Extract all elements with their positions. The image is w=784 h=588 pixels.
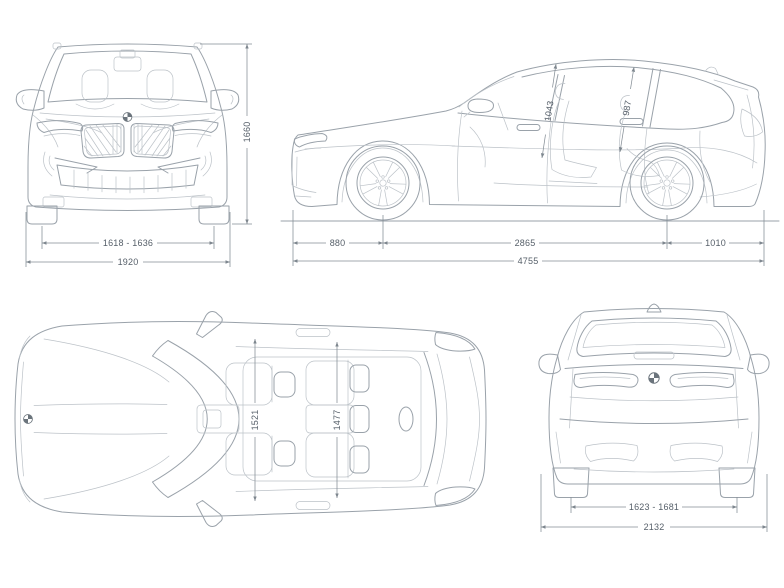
dim-rear-track: 1623 - 1681 xyxy=(570,497,738,513)
door-cut-lines xyxy=(457,110,711,204)
side-mirror xyxy=(463,98,494,118)
dim-label-rear-headroom: 987 xyxy=(621,99,634,116)
dim-front-headroom: 1043 xyxy=(540,63,558,159)
roof-rail-left xyxy=(52,42,62,50)
interior-sketch xyxy=(469,83,660,188)
mirror-right xyxy=(747,353,770,375)
dim-label-front-overhang: 880 xyxy=(330,238,346,248)
windshield xyxy=(47,50,208,103)
mirror-top xyxy=(196,311,223,338)
side-car-body xyxy=(291,58,766,221)
kidney-grille-left xyxy=(80,123,125,159)
dim-label-front-track: 1618 - 1636 xyxy=(103,238,153,248)
antenna-fin xyxy=(646,303,662,313)
wheel-front xyxy=(345,145,421,221)
front-fascia xyxy=(291,133,328,198)
headlight-right xyxy=(171,120,219,137)
door-handle-front xyxy=(516,124,541,131)
wheel-rear xyxy=(629,145,705,221)
rearview-mirror xyxy=(113,49,142,72)
front-headrests xyxy=(75,69,180,110)
rear-car-body xyxy=(538,303,770,498)
side-extension-lines xyxy=(292,210,765,266)
mirror-bottom xyxy=(196,500,223,527)
dim-rear-headroom: 987 xyxy=(618,66,636,153)
front-wheels xyxy=(26,205,230,225)
headlight-left xyxy=(36,120,84,137)
windshield-base xyxy=(152,355,208,483)
rear-wheel-right xyxy=(718,467,756,498)
top-car-body xyxy=(14,311,487,527)
dim-label-rear-track: 1623 - 1681 xyxy=(629,502,679,512)
dim-label-rear-overhang: 1010 xyxy=(705,238,726,248)
rear-seats-top xyxy=(305,359,370,479)
taillight-left xyxy=(573,372,639,388)
dim-rear-shoulder-room: 1477 xyxy=(332,342,342,498)
dim-wheelbase: 2865 xyxy=(383,238,667,248)
rear-details xyxy=(699,66,763,198)
dim-front-width: 1920 xyxy=(25,212,231,267)
rear-armrest xyxy=(398,406,414,432)
roof-panel xyxy=(242,356,422,482)
door-handle-rear xyxy=(619,118,644,125)
dim-width-incl-mirrors: 2132 xyxy=(540,474,768,532)
mirror-left xyxy=(538,353,561,375)
side-mirror-left xyxy=(15,89,45,111)
glasshouse xyxy=(521,65,735,123)
roof-rail-right xyxy=(193,42,203,50)
taillight-right xyxy=(669,372,735,388)
bumper-top xyxy=(559,418,749,424)
front-view: 1660 1618 - 1636 1920 xyxy=(15,42,252,267)
bmw-roundel-icon xyxy=(23,414,33,424)
dim-rear-overhang: 1010 xyxy=(667,238,764,248)
front-seats-top xyxy=(196,362,296,476)
brake-light xyxy=(633,351,675,360)
dim-front-overhang: 880 xyxy=(293,238,383,248)
dim-overall-length: 4755 xyxy=(293,256,764,266)
dim-label-wheelbase: 2865 xyxy=(515,238,536,248)
dim-label-width-incl-mirrors: 2132 xyxy=(644,522,665,532)
beltline xyxy=(457,112,723,130)
windshield-header xyxy=(167,340,240,498)
dim-front-track: 1618 - 1636 xyxy=(41,226,215,249)
rear-wheel-left xyxy=(552,467,590,498)
taillight-bottom xyxy=(434,486,476,506)
lower-intake xyxy=(43,151,212,194)
dim-label-front-shoulder-room: 1521 xyxy=(250,410,260,431)
bmw-roundel-icon xyxy=(122,112,133,122)
dim-label-rear-shoulder-room: 1477 xyxy=(332,410,342,431)
rear-window xyxy=(576,317,732,357)
side-mirror-right xyxy=(210,89,240,111)
side-view: 1043 987 880 2865 1010 4755 xyxy=(280,58,780,266)
bumper-lip xyxy=(49,194,206,200)
dim-label-overall-length: 4755 xyxy=(518,256,539,266)
b-pillar xyxy=(548,74,565,121)
rear-view: 1623 - 1681 2132 xyxy=(538,303,770,532)
dim-label-front-height: 1660 xyxy=(242,122,252,143)
bmw-roundel-icon xyxy=(648,372,660,384)
taillight-top xyxy=(434,332,476,352)
kidney-grille-right xyxy=(130,123,175,159)
dim-label-front-width: 1920 xyxy=(118,257,139,267)
tailgate-crease xyxy=(564,364,744,369)
rear-window xyxy=(423,352,437,486)
dim-label-front-headroom: 1043 xyxy=(542,100,555,122)
top-view: 1521 1477 xyxy=(14,311,487,527)
c-pillar xyxy=(642,68,661,128)
diffuser-vents xyxy=(584,442,724,462)
front-car-body xyxy=(15,42,240,225)
dim-front-height: 1660 xyxy=(200,43,252,225)
dim-front-shoulder-room: 1521 xyxy=(250,339,260,501)
hood-creases xyxy=(33,338,170,500)
